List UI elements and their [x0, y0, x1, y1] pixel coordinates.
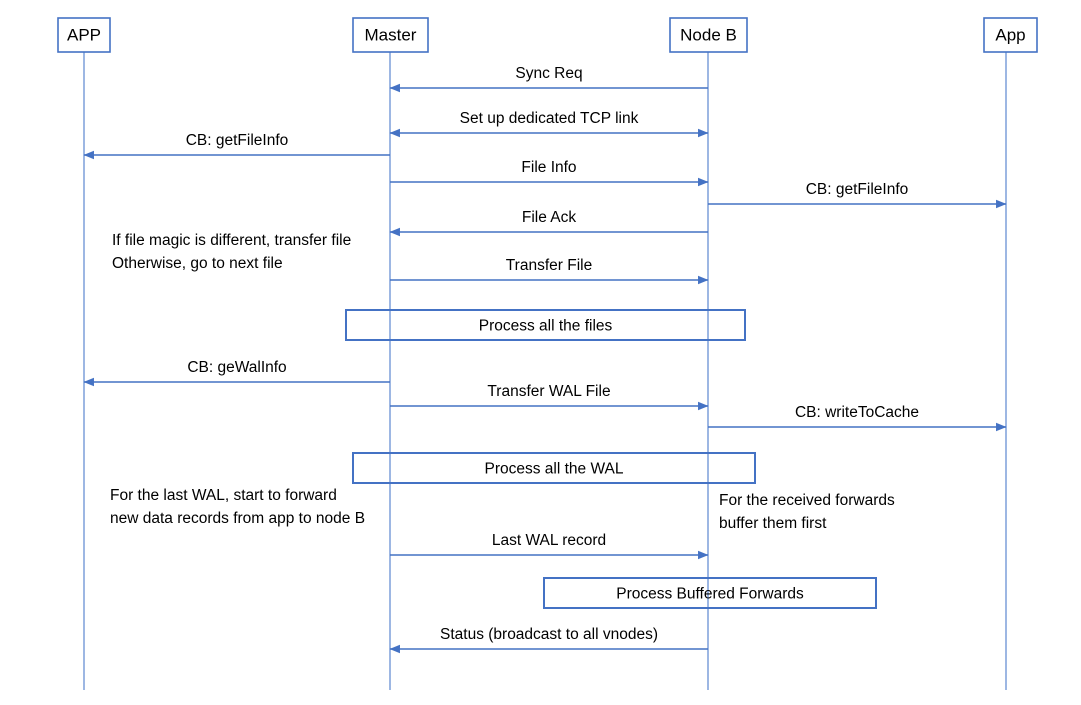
participant-label-app_left: APP: [67, 25, 101, 44]
message-file-ack: File Ack: [389, 209, 708, 237]
process-box-border-process-all-files: [345, 309, 746, 341]
message-label-status: Status (broadcast to all vnodes): [440, 626, 658, 643]
message-label-last-wal-record: Last WAL record: [492, 532, 606, 549]
lifelines-layer: [83, 52, 1007, 690]
message-label-transfer-file: Transfer File: [506, 257, 592, 274]
message-transfer-file: Transfer File: [390, 257, 709, 285]
process-box-process-all-files: Process all the files: [345, 309, 746, 341]
message-label-transfer-wal: Transfer WAL File: [487, 383, 610, 400]
annotation-forward-records-note: For the last WAL, start to forward new da…: [110, 487, 365, 527]
message-file-info: File Info: [390, 159, 709, 187]
annotation-line-buffer-forwards-note-0: For the received forwards: [719, 492, 895, 509]
annotation-line-forward-records-note-0: For the last WAL, start to forward: [110, 487, 337, 504]
participant-label-app_right: App: [995, 25, 1025, 44]
participant-box-master[interactable]: [352, 17, 429, 53]
participant-label-master: Master: [365, 25, 417, 44]
annotation-line-forward-records-note-1: new data records from app to node B: [110, 510, 365, 527]
participant-label-node_b: Node B: [680, 25, 737, 44]
message-label-sync-req: Sync Req: [515, 65, 582, 82]
message-label-cb-getfileinfo-left: CB: getFileInfo: [186, 132, 289, 149]
annotation-file-magic-note: If file magic is different, transfer fil…: [112, 232, 351, 272]
message-label-file-info: File Info: [521, 159, 576, 176]
message-cb-getfileinfo-right: CB: getFileInfo: [708, 181, 1007, 209]
message-tcp-link: Set up dedicated TCP link: [389, 110, 709, 138]
message-status: Status (broadcast to all vnodes): [389, 626, 708, 654]
participants-layer: APP Master Node B App: [57, 17, 1038, 53]
participant-app_left[interactable]: APP: [57, 17, 111, 53]
message-cb-gewalinfo: CB: geWalInfo: [83, 359, 390, 387]
process-box-label-process-all-wal: Process all the WAL: [485, 461, 624, 478]
message-label-cb-gewalinfo: CB: geWalInfo: [187, 359, 286, 376]
process-box-process-all-wal: Process all the WAL: [352, 452, 756, 484]
participant-app_right[interactable]: App: [983, 17, 1038, 53]
message-cb-writetocache: CB: writeToCache: [708, 404, 1007, 432]
process-box-border-process-buffered-forwards: [543, 577, 877, 609]
annotation-buffer-forwards-note: For the received forwards buffer them fir…: [719, 492, 895, 532]
annotation-line-file-magic-note-1: Otherwise, go to next file: [112, 255, 283, 272]
message-cb-getfileinfo-left: CB: getFileInfo: [83, 132, 390, 160]
message-label-tcp-link: Set up dedicated TCP link: [460, 110, 639, 127]
annotations-layer: If file magic is different, transfer fil…: [110, 232, 895, 532]
process-box-process-buffered-forwards: Process Buffered Forwards: [543, 577, 877, 609]
participant-master[interactable]: Master: [352, 17, 429, 53]
process-box-label-process-all-files: Process all the files: [479, 318, 613, 335]
message-label-cb-writetocache: CB: writeToCache: [795, 404, 919, 421]
participant-box-app_right[interactable]: [983, 17, 1038, 53]
participant-box-node_b[interactable]: [669, 17, 748, 53]
annotation-line-file-magic-note-0: If file magic is different, transfer fil…: [112, 232, 351, 249]
process-box-border-process-all-wal: [352, 452, 756, 484]
message-transfer-wal: Transfer WAL File: [390, 383, 709, 411]
participant-node_b[interactable]: Node B: [669, 17, 748, 53]
participant-box-app_left[interactable]: [57, 17, 111, 53]
process-box-label-process-buffered-forwards: Process Buffered Forwards: [616, 586, 804, 603]
message-label-cb-getfileinfo-right: CB: getFileInfo: [806, 181, 909, 198]
message-label-file-ack: File Ack: [522, 209, 577, 226]
message-sync-req: Sync Req: [389, 65, 708, 93]
message-last-wal-record: Last WAL record: [390, 532, 709, 560]
annotation-line-buffer-forwards-note-1: buffer them first: [719, 515, 827, 532]
